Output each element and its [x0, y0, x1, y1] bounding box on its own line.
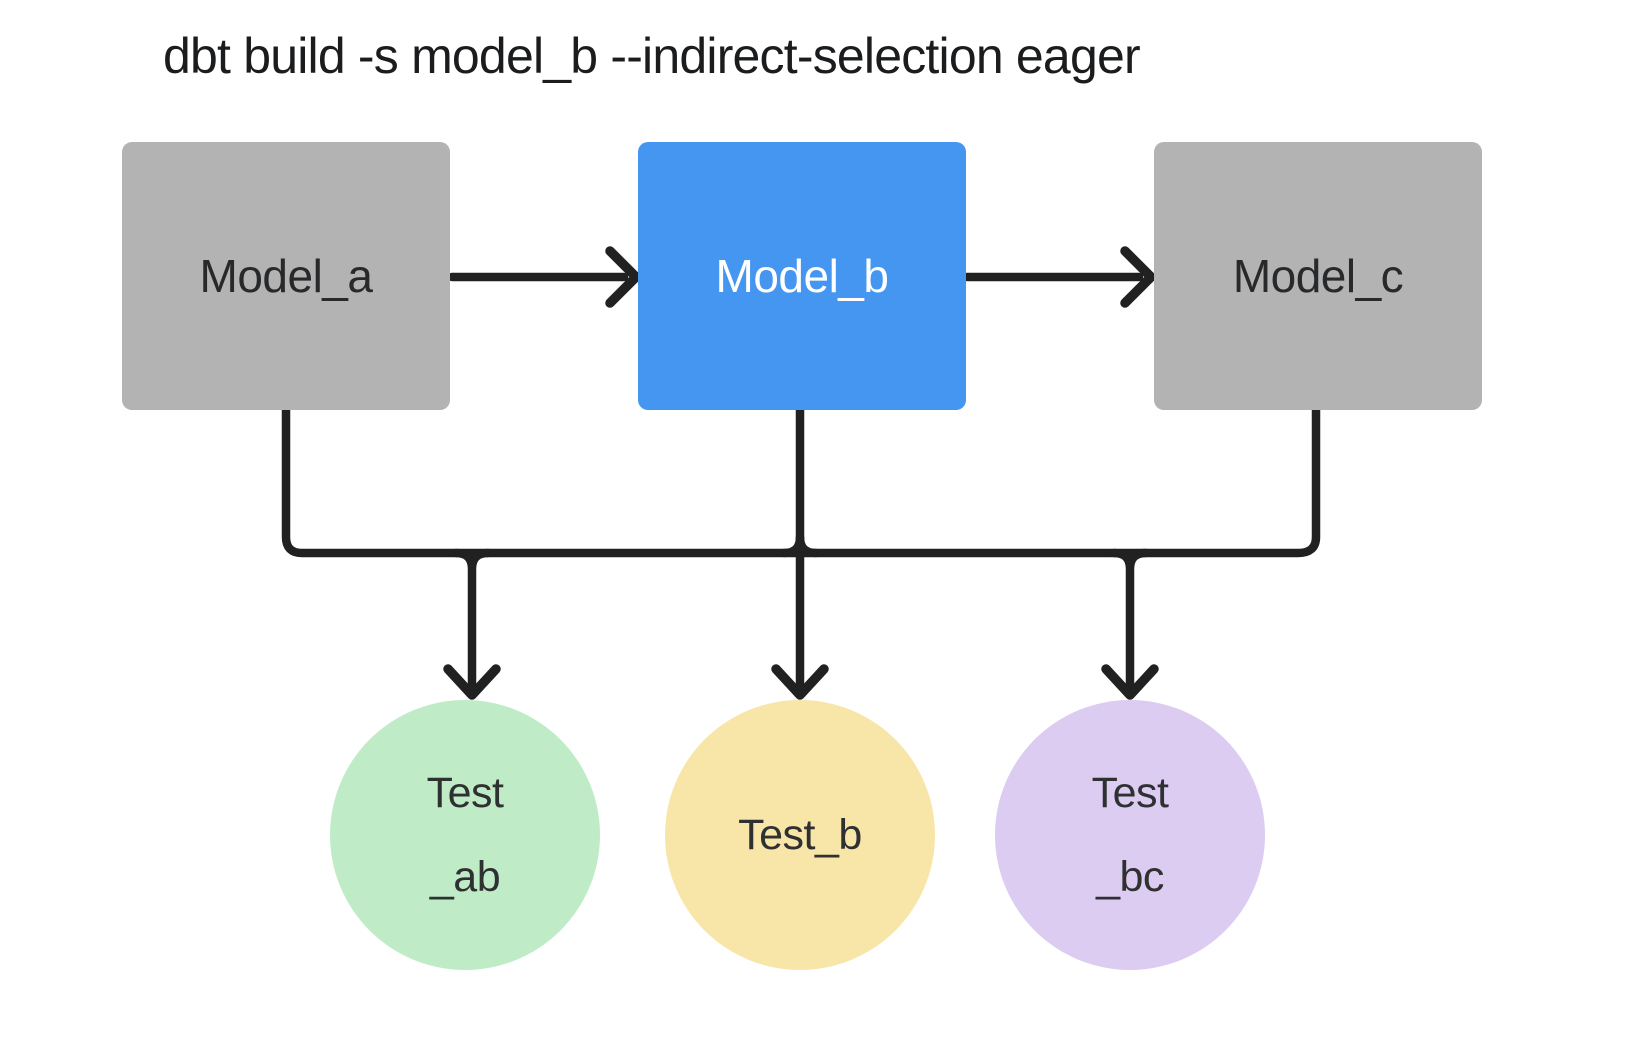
arrow-to-test-b [771, 405, 829, 700]
node-test-ab: Test _ab [330, 700, 600, 970]
node-test-bc-label: Test _bc [1091, 769, 1169, 901]
node-model-b-label: Model_b [715, 250, 889, 302]
command-title: dbt build -s model_b --indirect-selectio… [163, 28, 1141, 84]
node-test-ab-label: Test _ab [426, 769, 504, 901]
node-model-c: Model_c [1154, 142, 1482, 410]
node-model-a: Model_a [122, 142, 450, 410]
node-test-b-label: Test_b [738, 811, 862, 859]
arrow-to-test-ab [443, 548, 501, 700]
arrow-model-a-to-model-b [447, 246, 641, 308]
arrow-model-b-to-model-c [962, 246, 1156, 308]
node-model-b: Model_b [638, 142, 966, 410]
arrow-to-test-bc [1101, 548, 1159, 700]
node-model-c-label: Model_c [1232, 250, 1404, 302]
node-test-bc: Test _bc [995, 700, 1265, 970]
node-model-a-label: Model_a [199, 250, 373, 302]
node-test-b: Test_b [665, 700, 935, 970]
